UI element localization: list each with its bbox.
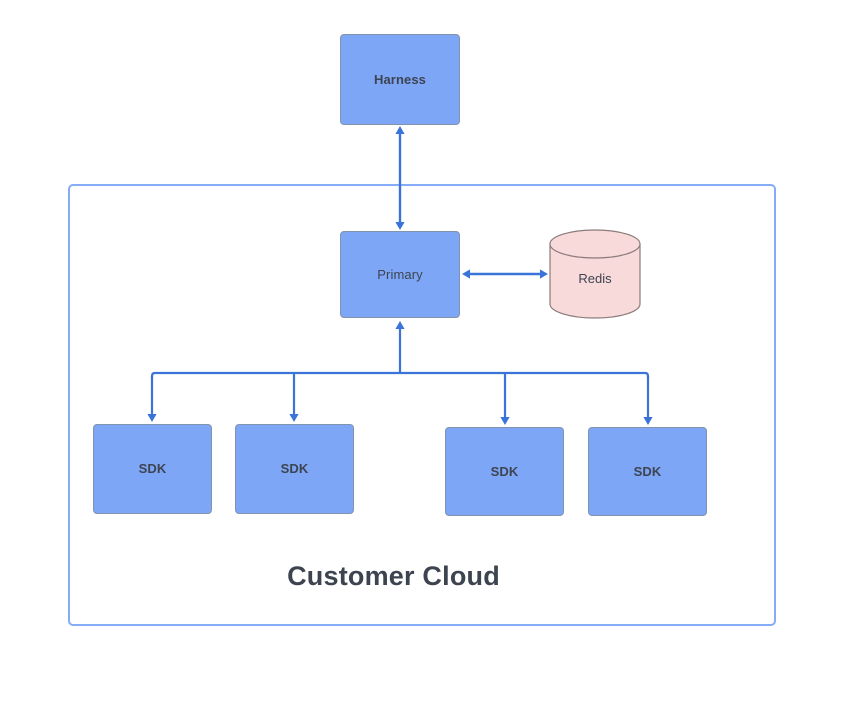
node-sdk-4-label: SDK — [633, 463, 662, 479]
customer-cloud-title: Customer Cloud — [287, 561, 500, 591]
node-sdk-1-label: SDK — [138, 461, 167, 477]
node-sdk-3[interactable]: SDK — [445, 427, 564, 516]
node-primary[interactable]: Primary — [340, 231, 460, 318]
cylinder-icon — [549, 229, 641, 319]
node-sdk-2-label: SDK — [280, 461, 309, 477]
node-harness-label: Harness — [373, 71, 426, 87]
node-primary-label: Primary — [377, 266, 423, 282]
node-sdk-2[interactable]: SDK — [235, 424, 354, 514]
node-sdk-1[interactable]: SDK — [93, 424, 212, 514]
node-redis-label: Redis — [578, 270, 612, 286]
node-sdk-4[interactable]: SDK — [588, 427, 707, 516]
node-sdk-3-label: SDK — [490, 463, 519, 479]
node-redis-datastore[interactable]: Redis — [549, 229, 641, 319]
customer-cloud-boundary[interactable] — [68, 184, 776, 626]
node-harness[interactable]: Harness — [340, 34, 460, 125]
